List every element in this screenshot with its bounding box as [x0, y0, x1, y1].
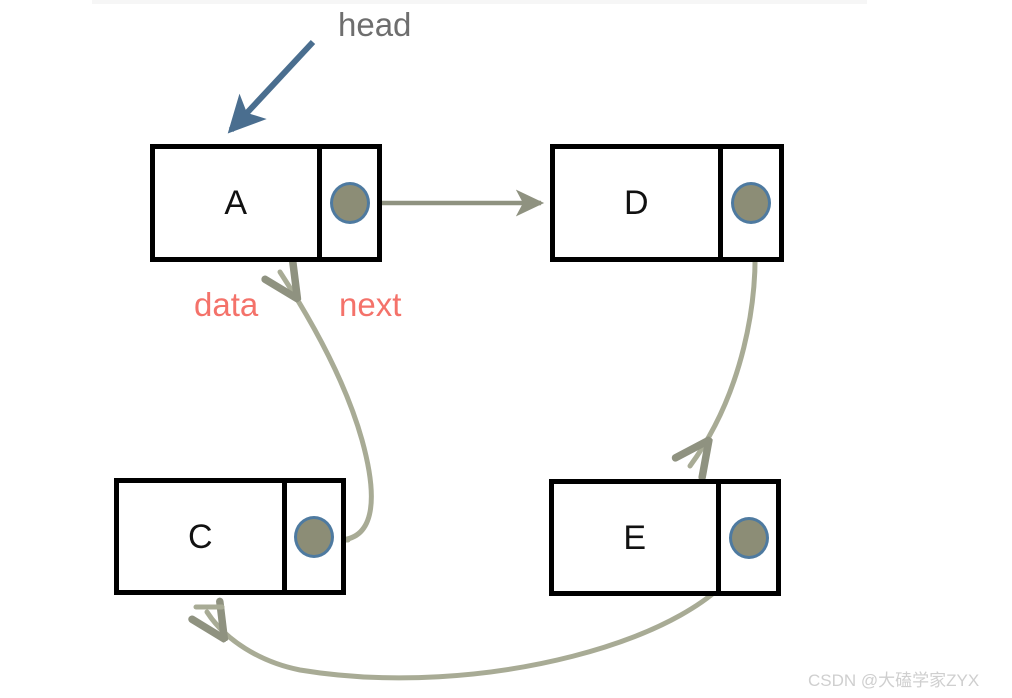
- data-field-label: data: [194, 286, 259, 323]
- next-field-label: next: [339, 286, 402, 323]
- head-pointer-arrow: [227, 39, 316, 134]
- node-a[interactable]: A: [150, 144, 382, 262]
- head-label: head: [338, 6, 412, 43]
- node-e-pointer-dot-icon: [728, 516, 769, 559]
- link-c-to-a: [280, 272, 374, 543]
- node-e-next-cell: [721, 484, 776, 591]
- node-a-data-cell: A: [155, 149, 322, 257]
- node-d[interactable]: D: [550, 144, 784, 262]
- node-d-next-cell: [723, 149, 779, 257]
- top-edge-band: [92, 0, 867, 4]
- node-d-data-value: D: [623, 184, 650, 222]
- node-c-next-cell: [287, 483, 341, 590]
- node-a-data-value: A: [224, 184, 248, 222]
- link-e-to-c: [207, 557, 745, 681]
- node-e[interactable]: E: [549, 479, 781, 596]
- node-d-data-cell: D: [555, 149, 723, 257]
- node-c-data-cell: C: [119, 483, 287, 590]
- node-e-data-cell: E: [554, 484, 721, 591]
- node-c[interactable]: C: [114, 478, 346, 595]
- link-d-to-e: [690, 228, 758, 466]
- node-c-pointer-dot-icon: [294, 515, 334, 558]
- node-d-pointer-dot-icon: [731, 182, 771, 224]
- node-a-next-cell: [322, 149, 377, 257]
- node-c-data-value: C: [187, 517, 214, 556]
- node-a-pointer-dot-icon: [329, 182, 370, 224]
- watermark-text: CSDN @大磕学家ZYX: [808, 671, 980, 690]
- node-e-data-value: E: [623, 518, 647, 557]
